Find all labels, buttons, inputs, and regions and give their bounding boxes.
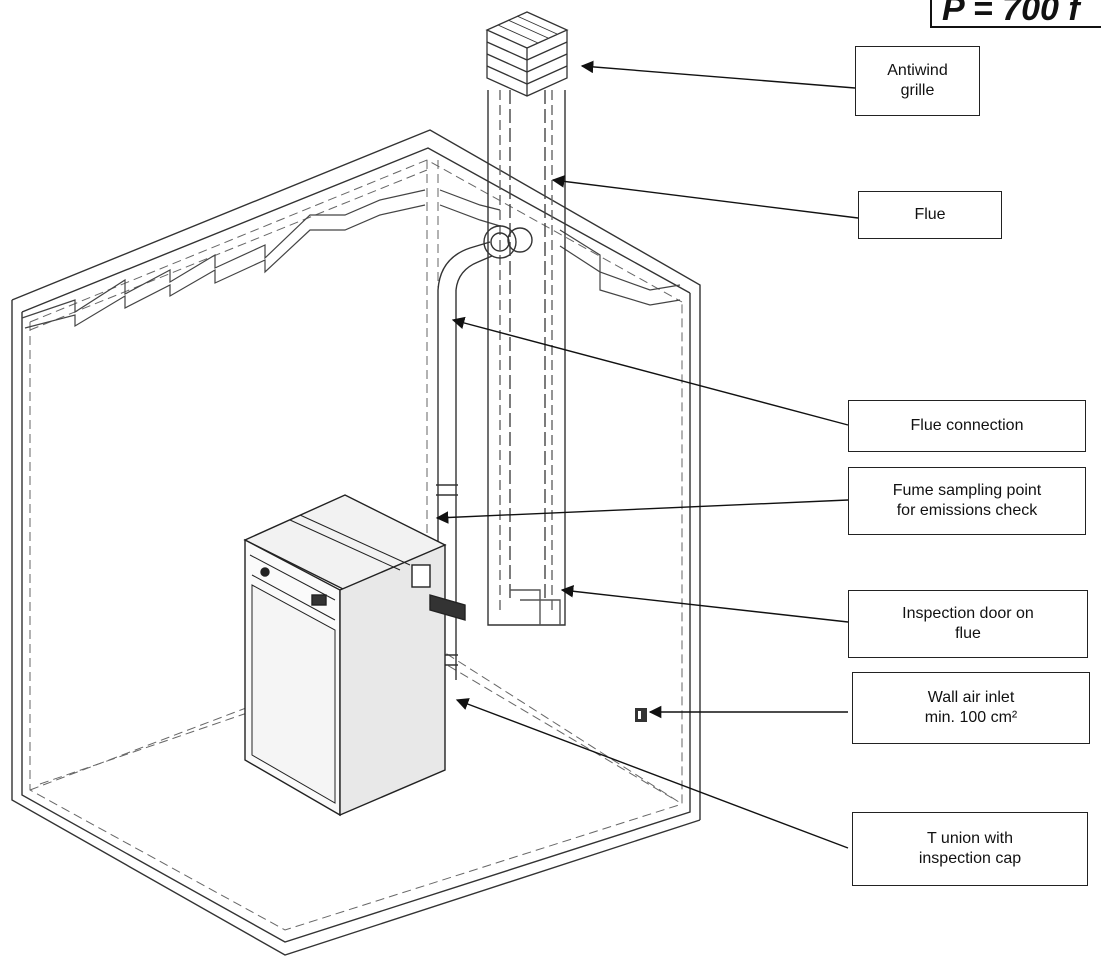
antiwind-grille-icon: [485, 11, 569, 97]
leader-lines: [435, 60, 859, 849]
callout-inspection-door: Inspection door on flue: [848, 590, 1088, 658]
flue-chimney: [487, 90, 566, 626]
callout-fume-sampling: Fume sampling point for emissions check: [848, 467, 1086, 535]
boiler-unit: [243, 494, 466, 817]
corner-label: P = 700 f: [930, 0, 1101, 28]
callout-flue: Flue: [858, 191, 1002, 239]
callout-t-union: T union with inspection cap: [852, 812, 1088, 886]
callout-flue-connection: Flue connection: [848, 400, 1086, 452]
callout-antiwind-grille: Antiwind grille: [855, 46, 980, 116]
callout-wall-air-inlet: Wall air inlet min. 100 cm²: [852, 672, 1090, 744]
ceiling-beams: [21, 189, 681, 329]
